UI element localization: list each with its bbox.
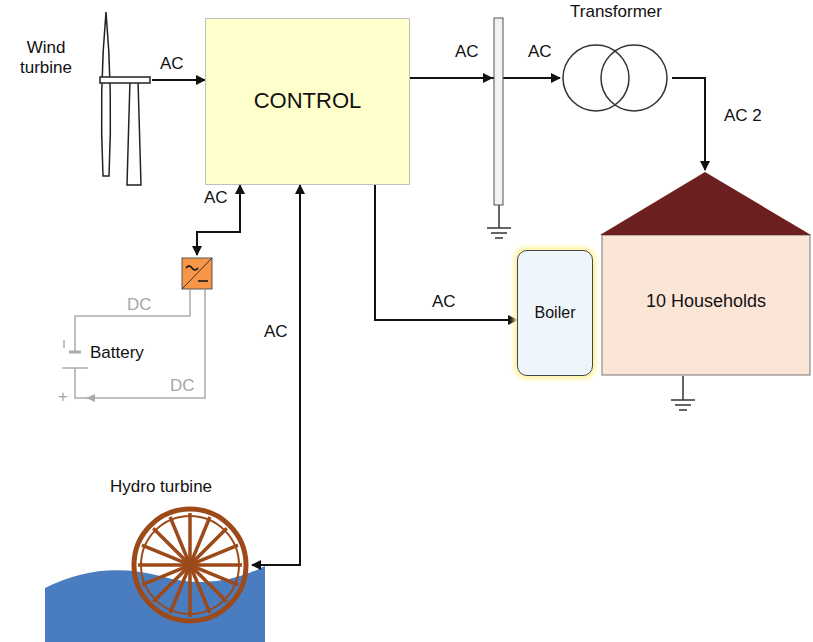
- dc-symbol: [198, 280, 208, 282]
- signal-label: DC: [127, 295, 152, 315]
- wheel-rim: [141, 516, 239, 614]
- wheel-rim: [134, 509, 246, 621]
- polarity-label: +: [58, 387, 68, 407]
- connector-label: AC 2: [724, 106, 762, 126]
- transformer: Transformer: [560, 2, 672, 112]
- node-label: CONTROL: [254, 88, 362, 114]
- power-connector: [197, 185, 240, 255]
- inverter: [182, 258, 212, 289]
- wheel-spoke: [188, 571, 192, 617]
- signal-label: AC: [455, 42, 479, 62]
- wheel-hub: [183, 558, 197, 572]
- node-label: 10 Households: [646, 291, 766, 313]
- connector-label: AC: [432, 292, 456, 312]
- transformer-coil: [563, 45, 629, 111]
- connector-label: AC: [264, 322, 288, 342]
- households-art: [600, 170, 812, 376]
- wheel-spoke: [196, 563, 242, 567]
- wheel-spoke: [142, 567, 184, 585]
- turbine-tower: [127, 80, 141, 185]
- battery-plate: [62, 367, 88, 369]
- arrow-head: [86, 394, 95, 402]
- households: 10 Households: [600, 170, 812, 376]
- wheel-spoke: [196, 545, 238, 563]
- connector-label: AC: [528, 42, 552, 62]
- polarity-mark: [63, 340, 65, 348]
- wind-turbine-art: [10, 8, 152, 188]
- transformer-coil: [601, 45, 667, 111]
- wheel-spoke: [170, 517, 188, 559]
- node-label: Transformer: [570, 2, 662, 22]
- dc-wire: [75, 289, 190, 352]
- house-roof: [600, 172, 811, 235]
- hydro-turbine-art: [55, 475, 252, 626]
- wind-turbine: Wind turbine: [10, 8, 152, 188]
- node-label: Battery: [90, 343, 144, 363]
- inverter-diagonal: [182, 258, 212, 289]
- ac-symbol: [186, 266, 198, 270]
- boiler-box: Boiler: [517, 250, 593, 376]
- power-connector: [252, 185, 300, 565]
- wheel-spoke: [138, 563, 184, 567]
- wheel-spoke: [188, 513, 192, 559]
- node-label: Boiler: [535, 303, 576, 322]
- busbar: [494, 18, 503, 205]
- power-connector: [152, 79, 205, 81]
- arrow-head: [483, 73, 493, 83]
- turbine-nacelle: [100, 77, 150, 83]
- hydro-turbine: Hydro turbine: [55, 475, 252, 626]
- turbine-blade: [102, 12, 111, 176]
- connector-label: AC: [204, 188, 228, 208]
- wheel-spoke: [192, 571, 210, 613]
- control-box: CONTROL: [205, 18, 410, 185]
- ground-symbol: [671, 376, 695, 410]
- connector-label: AC: [160, 54, 184, 74]
- battery-plate: [69, 351, 81, 354]
- signal-label: DC: [170, 376, 195, 396]
- node-label: Wind turbine: [10, 38, 82, 79]
- ground-symbol: [487, 205, 511, 238]
- power-connector: [672, 78, 705, 170]
- house-body: [602, 235, 810, 375]
- dc-wire: [75, 289, 205, 398]
- node-label: Hydro turbine: [110, 477, 212, 497]
